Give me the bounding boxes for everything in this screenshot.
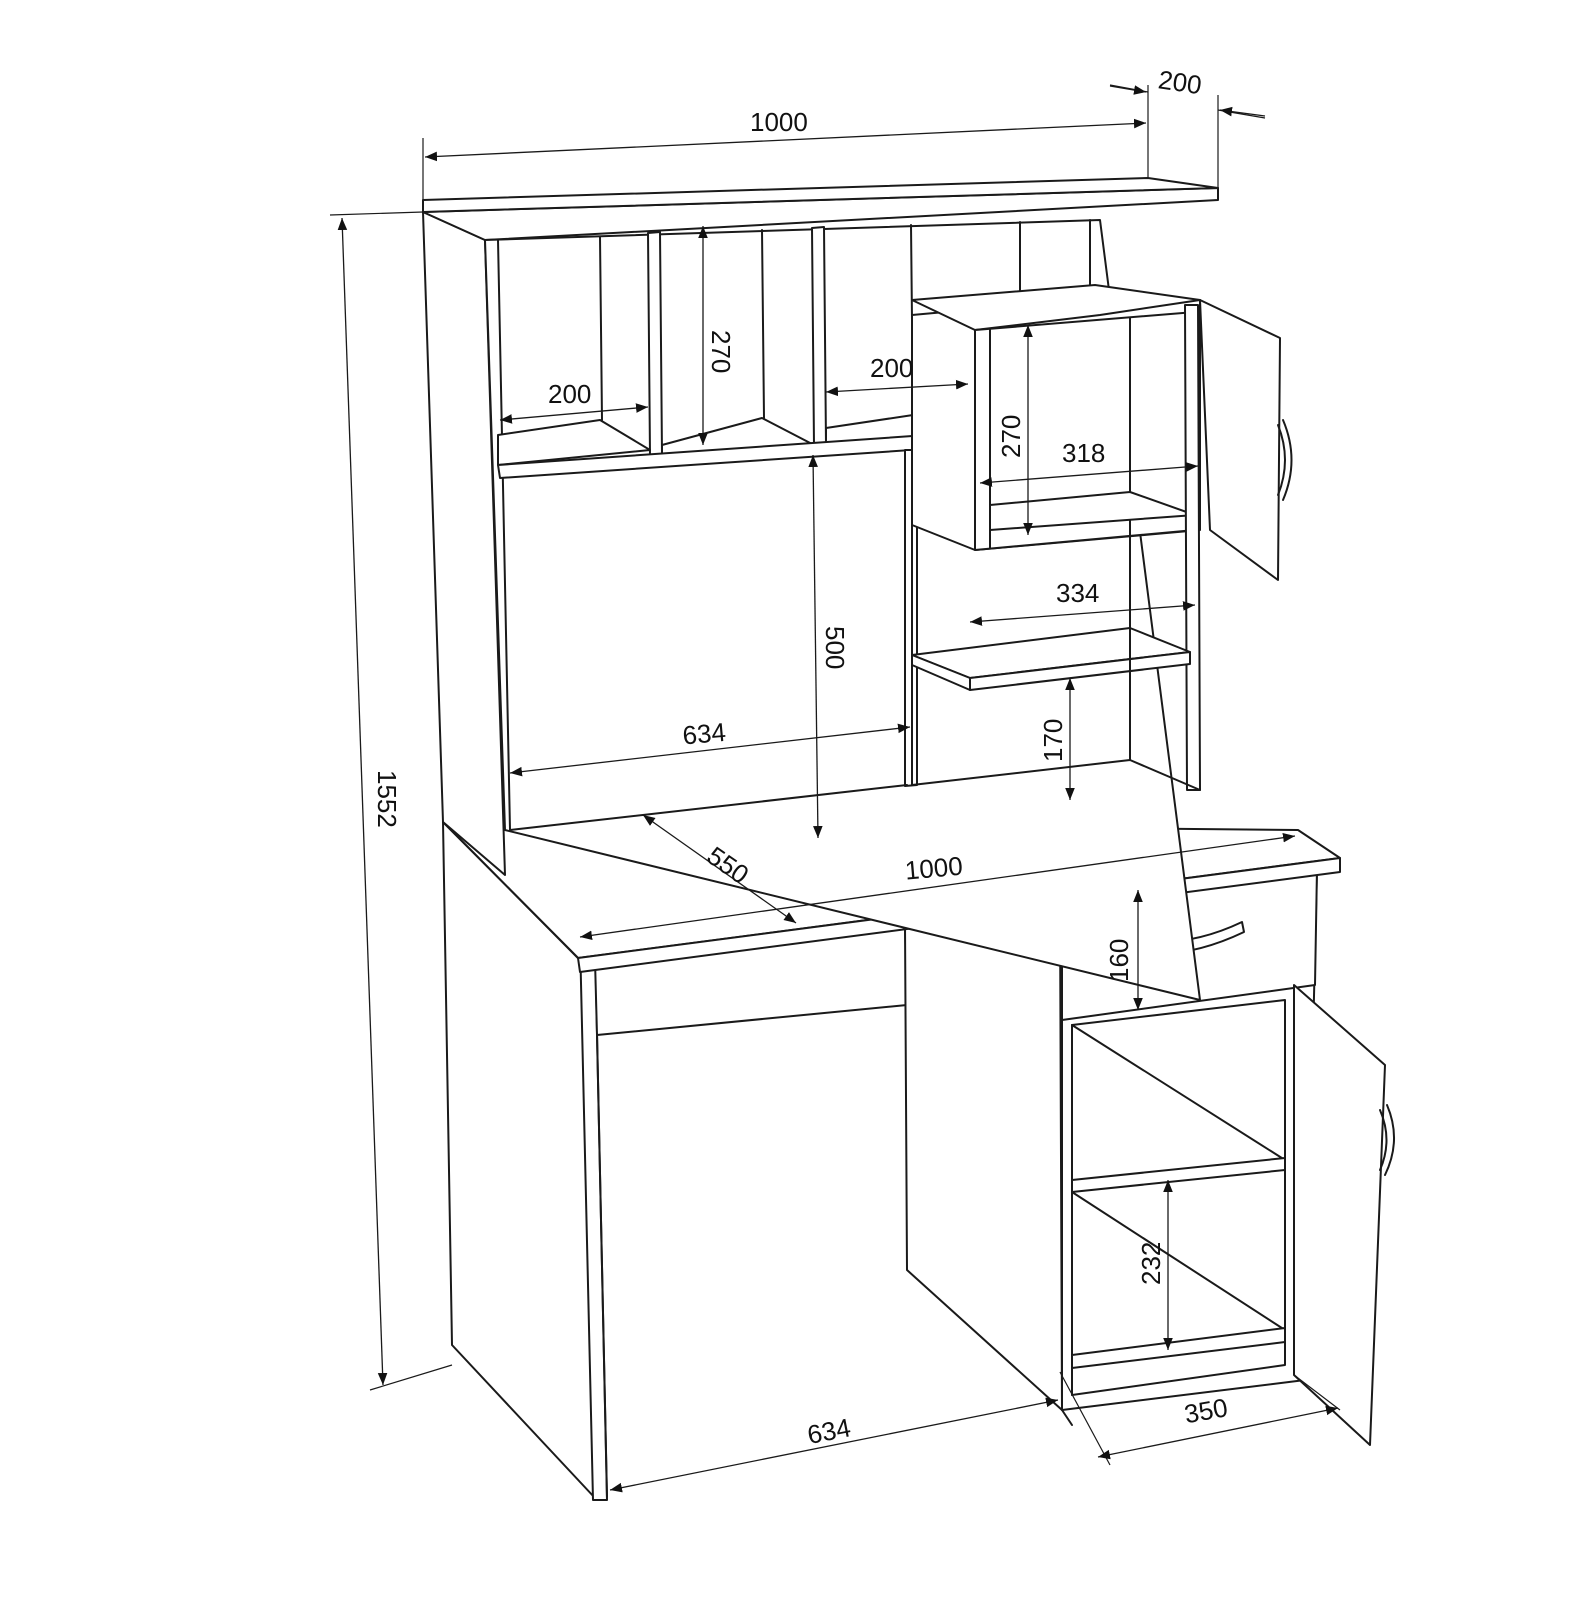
dim-label-cabinet-width: 318 <box>1062 438 1105 468</box>
dim-line-top-width <box>424 118 1147 162</box>
hutch-door-handle <box>1277 419 1293 501</box>
dim-label-shelf-width: 334 <box>1056 578 1099 608</box>
dim-label-opening-height: 500 <box>820 626 850 669</box>
dim-label-shelf-clearance: 170 <box>1038 719 1068 762</box>
dim-label-top-depth: 200 <box>1156 64 1203 100</box>
dim-label-niche-width-right: 200 <box>870 353 913 383</box>
hutch-door <box>1199 299 1281 581</box>
dim-label-drawer-height: 160 <box>1104 939 1134 982</box>
pedestal-inner-side <box>904 904 1063 1411</box>
dim-label-pedestal-shelf: 232 <box>1136 1242 1166 1285</box>
door-handle <box>1379 1104 1396 1176</box>
dim-label-cabinet-height: 270 <box>996 415 1026 458</box>
dim-label-niche-width-left: 200 <box>548 379 591 409</box>
dim-label-pedestal-width: 350 <box>1182 1392 1230 1429</box>
pedestal-door <box>1293 984 1386 1446</box>
dim-label-legroom: 634 <box>805 1412 853 1450</box>
dim-label-desk-width: 1000 <box>904 851 964 886</box>
dim-label-height: 1552 <box>372 770 402 828</box>
dim-label-top-width: 1000 <box>750 107 808 137</box>
dim-label-niche-height: 270 <box>706 330 736 373</box>
dim-line-height <box>337 217 388 1386</box>
dim-label-opening-width: 634 <box>681 717 727 751</box>
